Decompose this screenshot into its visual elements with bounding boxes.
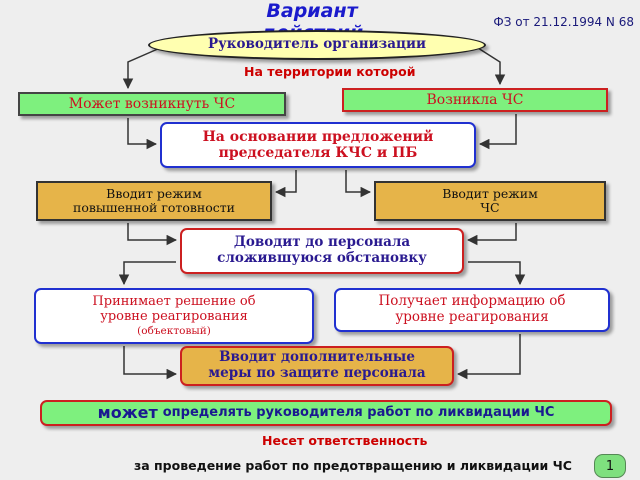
readiness-line-1: Вводит режим	[106, 185, 202, 201]
readiness-line-2: повышенной готовности	[72, 200, 235, 215]
arrow-basis-to-emerg	[345, 170, 372, 198]
arrow-receive-to-measures	[456, 334, 521, 380]
arrow-inform-to-receive	[468, 261, 526, 286]
head-of-organization: Руководитель организации	[148, 30, 486, 60]
law-reference: ФЗ от 21.12.1994 N 68	[493, 15, 634, 29]
page-number-badge: 1	[594, 454, 626, 478]
can-define-emphasis: может	[97, 402, 158, 422]
may-arise-box: Может возникнуть ЧС	[18, 92, 286, 116]
can-define-text: определять руководителя работ по ликвида…	[162, 404, 555, 420]
arrow-basis-to-ready	[274, 170, 297, 198]
receive-line-1: Получает информацию об	[378, 293, 566, 310]
inform-line-1: Доводит до персонала	[233, 234, 411, 251]
arose-box: Возникла ЧС	[342, 88, 608, 112]
arrow-arose-to-basis	[478, 114, 517, 150]
can-define-box: может определять руководителя работ по л…	[40, 400, 612, 426]
arrow-head-to-may	[122, 47, 161, 90]
arrow-may-to-basis	[127, 118, 158, 150]
responsibility-caption: Несет ответственность	[262, 433, 428, 448]
decide-line-3: (объектовый)	[137, 324, 211, 337]
arrow-emerg-to-inform	[466, 223, 517, 246]
territory-caption: На территории которой	[244, 64, 416, 79]
basis-line-2: председателя КЧС и ПБ	[218, 145, 418, 161]
emergency-line-1: Вводит режим	[442, 185, 538, 201]
basis-line-1: На основании предложений	[202, 128, 434, 145]
decide-line-1: Принимает решение об	[92, 294, 256, 310]
arrow-head-to-arose	[477, 47, 506, 86]
emergency-line-2: ЧС	[480, 200, 500, 215]
responsibility-detail: за проведение работ по предотвращению и …	[134, 458, 572, 473]
receive-line-2: уровне реагирования	[395, 309, 549, 325]
measures-line-2: меры по защите персонала	[208, 365, 426, 381]
arrow-ready-to-inform	[127, 223, 178, 246]
arrow-inform-to-decide	[118, 261, 176, 286]
decide-line-2: уровне реагирования	[100, 308, 248, 324]
decide-response-box: Принимает решение об уровне реагирования…	[34, 288, 314, 344]
measures-line-1: Вводит дополнительные	[219, 349, 415, 366]
inform-line-2: сложившуюся обстановку	[217, 250, 427, 266]
arrow-decide-to-measures	[123, 346, 178, 380]
